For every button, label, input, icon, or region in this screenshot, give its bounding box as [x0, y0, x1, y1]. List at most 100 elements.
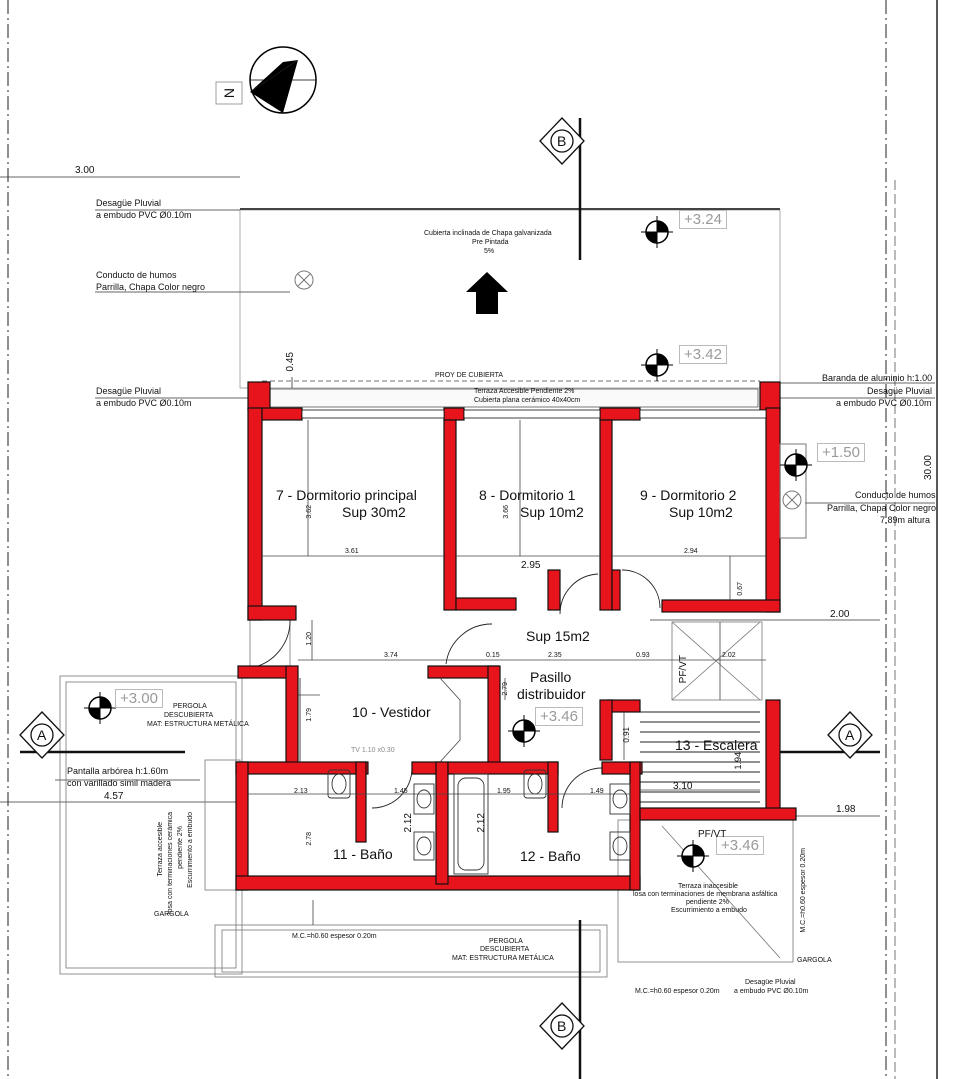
- north-label: N: [221, 87, 238, 99]
- room-name-12: 12 - Baño: [520, 848, 581, 864]
- room-area-9: Sup 10m2: [669, 504, 733, 520]
- note: GARGOLA: [154, 911, 189, 918]
- room-name-7: 7 - Dormitorio principal: [276, 487, 417, 503]
- note: Parrilla, Chapa Color negro: [827, 503, 937, 513]
- note: pendiente 2%: [177, 826, 184, 869]
- room-area-8: Sup 10m2: [520, 504, 584, 520]
- note: losa con terminaciones de membrana asfál…: [633, 891, 778, 898]
- hall-name-line1: Pasillo: [530, 669, 572, 685]
- north-arrow-icon: [215, 46, 317, 114]
- dimension: 1.94: [733, 752, 743, 770]
- note: M.C.=h0.60 espesor 0.20m: [292, 933, 377, 940]
- dimension: 30.00: [923, 455, 934, 481]
- note: Conducto de humos: [855, 490, 936, 500]
- note: Desagüe Pluvial: [96, 386, 162, 396]
- section-mark-icons: [19, 117, 873, 1050]
- note: a embudo PVC Ø0.10m: [836, 398, 932, 408]
- dimension: 2.02: [722, 652, 736, 659]
- note: M.C.=h0.60 espesor 0.20m: [800, 848, 807, 933]
- note: PERGOLA: [173, 703, 207, 710]
- dimension: 3.00: [75, 165, 95, 176]
- section-a-right-label: A: [845, 727, 855, 743]
- level-tag: +3.46: [716, 836, 764, 855]
- note: Escurrimiento a embudo: [671, 907, 747, 914]
- stair-treads: [640, 711, 760, 803]
- level-tag: +1.50: [817, 443, 865, 462]
- note: Pre Pintada: [472, 239, 509, 246]
- note: DESCUBIERTA: [164, 712, 214, 719]
- note: Baranda de aluminio h:1.00: [822, 373, 933, 383]
- note: Desagüe Pluvial: [867, 386, 933, 396]
- note: TV 1.10 x0.30: [351, 747, 395, 754]
- level-tag: +3.24: [679, 210, 727, 229]
- note: Terraza Accesible Pendiente 2%: [474, 388, 575, 395]
- note: a embudo PVC Ø0.10m: [734, 988, 809, 995]
- note: a embudo PVC Ø0.10m: [96, 398, 192, 408]
- level-tag: +3.42: [679, 345, 727, 364]
- room-name-10: 10 - Vestidor: [352, 704, 431, 720]
- section-b-bottom-label: B: [557, 1018, 567, 1034]
- room-name-9: 9 - Dormitorio 2: [640, 487, 737, 503]
- note: Desagüe Pluvial: [745, 979, 796, 986]
- dimension: 2.13: [294, 788, 308, 795]
- dimension: 0.91: [622, 727, 631, 743]
- dimension: 2.12: [476, 813, 487, 833]
- dimension: 2.12: [403, 813, 414, 833]
- level-tag: +3.00: [115, 689, 163, 708]
- section-a-left-label: A: [37, 727, 47, 743]
- note: Desagüe Pluvial: [96, 198, 162, 208]
- dimension: 0.67: [737, 582, 744, 596]
- dimension: 2.35: [548, 652, 562, 659]
- dimension: 1.45: [394, 788, 408, 795]
- slope-arrow: [466, 272, 508, 314]
- dimension: 3.74: [384, 652, 398, 659]
- note: Cubierta inclinada de Chapa galvanizada: [424, 230, 552, 237]
- walls: [235, 381, 797, 891]
- dimension: 1.79: [306, 708, 313, 722]
- note: con varillado simil madera: [67, 778, 172, 788]
- hall-area: Sup 15m2: [526, 628, 590, 644]
- note: MAT: ESTRUCTURA METÁLICA: [147, 721, 249, 728]
- property-lines: [7, 0, 887, 1079]
- dimension: 0.93: [636, 652, 650, 659]
- room-name-11: 11 - Baño: [333, 846, 393, 862]
- dimension: 3.10: [673, 781, 693, 792]
- note: Cubierta plana cerámico 40x40cm: [474, 397, 581, 404]
- door-swings: [249, 569, 661, 809]
- dimension: 0.15: [486, 652, 500, 659]
- note: M.C.=h0.60 espesor 0.20m: [635, 988, 720, 995]
- note: PF/VT: [678, 655, 689, 684]
- section-b-top-label: B: [557, 133, 567, 149]
- note: a embudo PVC Ø0.10m: [96, 210, 192, 220]
- dimension: 1.49: [590, 788, 604, 795]
- note: Parrilla, Chapa Color negro: [96, 282, 206, 292]
- dimension: 3.61: [345, 548, 359, 555]
- windows: [301, 409, 767, 419]
- note: Terraza accesible: [157, 822, 164, 877]
- room-name-8: 8 - Dormitorio 1: [479, 487, 576, 503]
- note: MAT: ESTRUCTURA METÁLICA: [452, 955, 554, 962]
- dimension: 2.94: [684, 548, 698, 555]
- dimension: 2.95: [521, 560, 541, 571]
- note: pendiente 2%: [686, 899, 729, 906]
- note: PROY DE CUBIERTA: [435, 372, 504, 379]
- room-area-7: Sup 30m2: [342, 504, 406, 520]
- dimension: 2.78: [306, 832, 313, 846]
- hall-name-line2: distribuidor: [517, 686, 586, 702]
- note: 5%: [484, 248, 495, 255]
- dimension: 0.45: [285, 352, 296, 372]
- dimension: 4.57: [104, 791, 124, 802]
- note: losa con terminaciones cerámica: [167, 812, 174, 914]
- level-marker-icons: [84, 216, 812, 872]
- note: Terraza inaccesible: [678, 883, 738, 890]
- level-tag: +3.46: [535, 707, 583, 726]
- note: DESCUBIERTA: [480, 946, 530, 953]
- dimension: 1.98: [836, 804, 856, 815]
- dimension: 3.62: [306, 505, 313, 519]
- note: 7.89m altura: [880, 515, 931, 525]
- leader-lines: [0, 176, 935, 817]
- fixtures: [327, 769, 631, 875]
- dimension: 2.00: [830, 609, 850, 620]
- note: PF/VT: [698, 829, 727, 840]
